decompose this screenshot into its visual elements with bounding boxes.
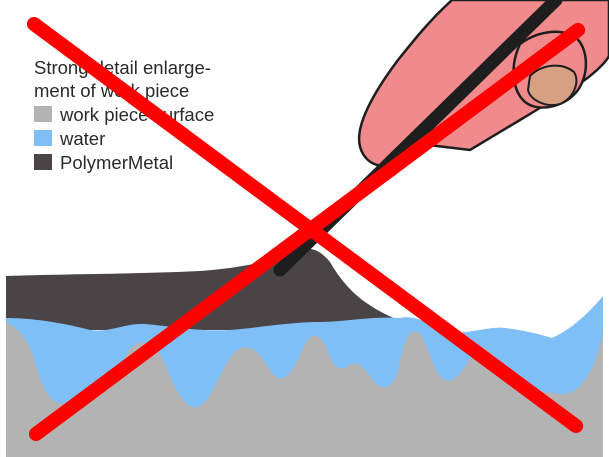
legend-label-polymermetal: PolymerMetal — [60, 151, 173, 174]
legend: Strong detail enlarge- ment of work piec… — [34, 56, 274, 174]
fingernail — [528, 66, 576, 105]
legend-item-work-piece-surface: work piece surface — [34, 102, 274, 126]
legend-item-polymermetal: PolymerMetal — [34, 150, 274, 174]
legend-swatch-polymermetal — [34, 154, 52, 170]
legend-swatch-surface — [34, 106, 52, 122]
legend-label-water: water — [60, 127, 105, 150]
legend-item-water: water — [34, 126, 274, 150]
legend-title-line-1: Strong detail enlarge- — [34, 56, 274, 79]
legend-swatch-water — [34, 130, 52, 146]
legend-label-surface: work piece surface — [60, 103, 214, 126]
legend-title-line-2: ment of work piece — [34, 79, 274, 102]
